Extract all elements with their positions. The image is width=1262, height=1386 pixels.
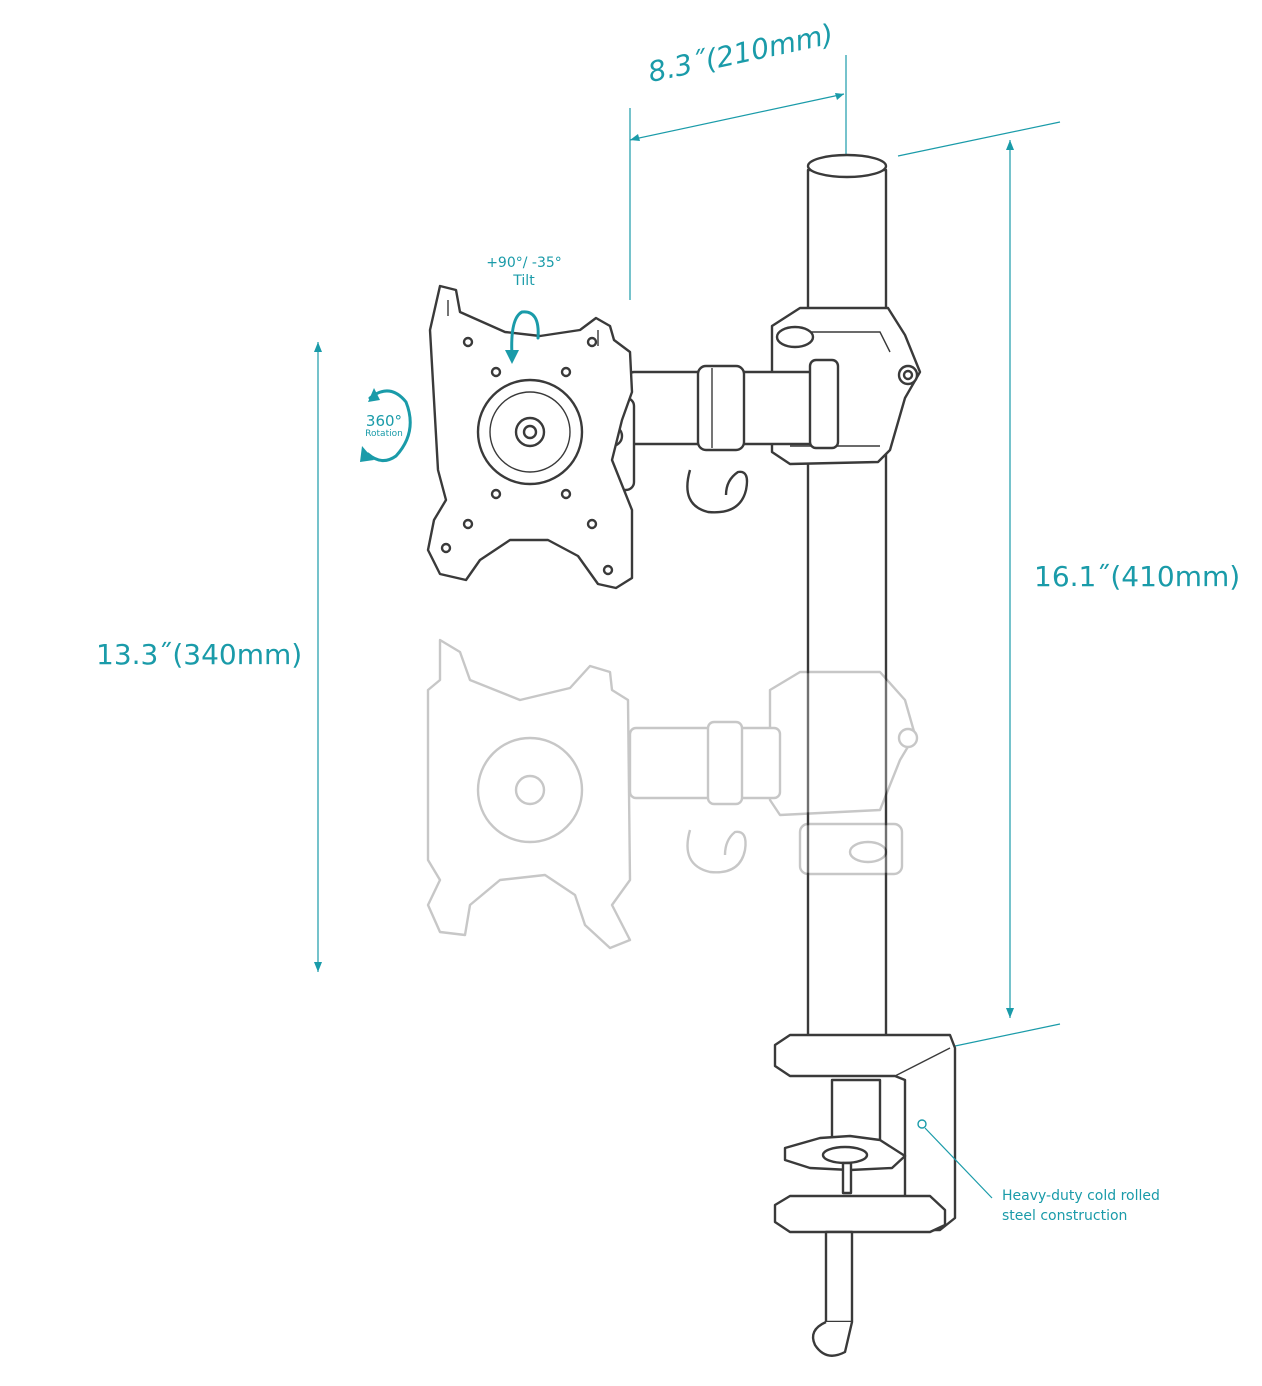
dim-arm-length-lines [629,55,847,300]
tilt-label: Tilt [513,273,535,289]
rotation-arrow-icon [360,388,412,462]
rotation-label: Rotation [365,429,403,439]
construction-note-line2: steel construction [1002,1208,1128,1224]
pole [806,153,888,1057]
pole-height-label: 16.1˝(410mm) [1034,560,1241,593]
rotation-value-label: 360° [365,412,403,430]
desk-clamp [773,1033,993,1357]
height-adjust-label: 13.3˝(340mm) [96,638,303,671]
ghost-lower-mount [426,638,919,950]
construction-note-line1: Heavy-duty cold rolled [1002,1188,1160,1204]
tilt-range-label: +90°/ -35° [486,255,562,271]
dim-height-adjust-lines [314,342,322,972]
tilt-arrow-icon [505,310,540,364]
vesa-plate [426,284,634,590]
